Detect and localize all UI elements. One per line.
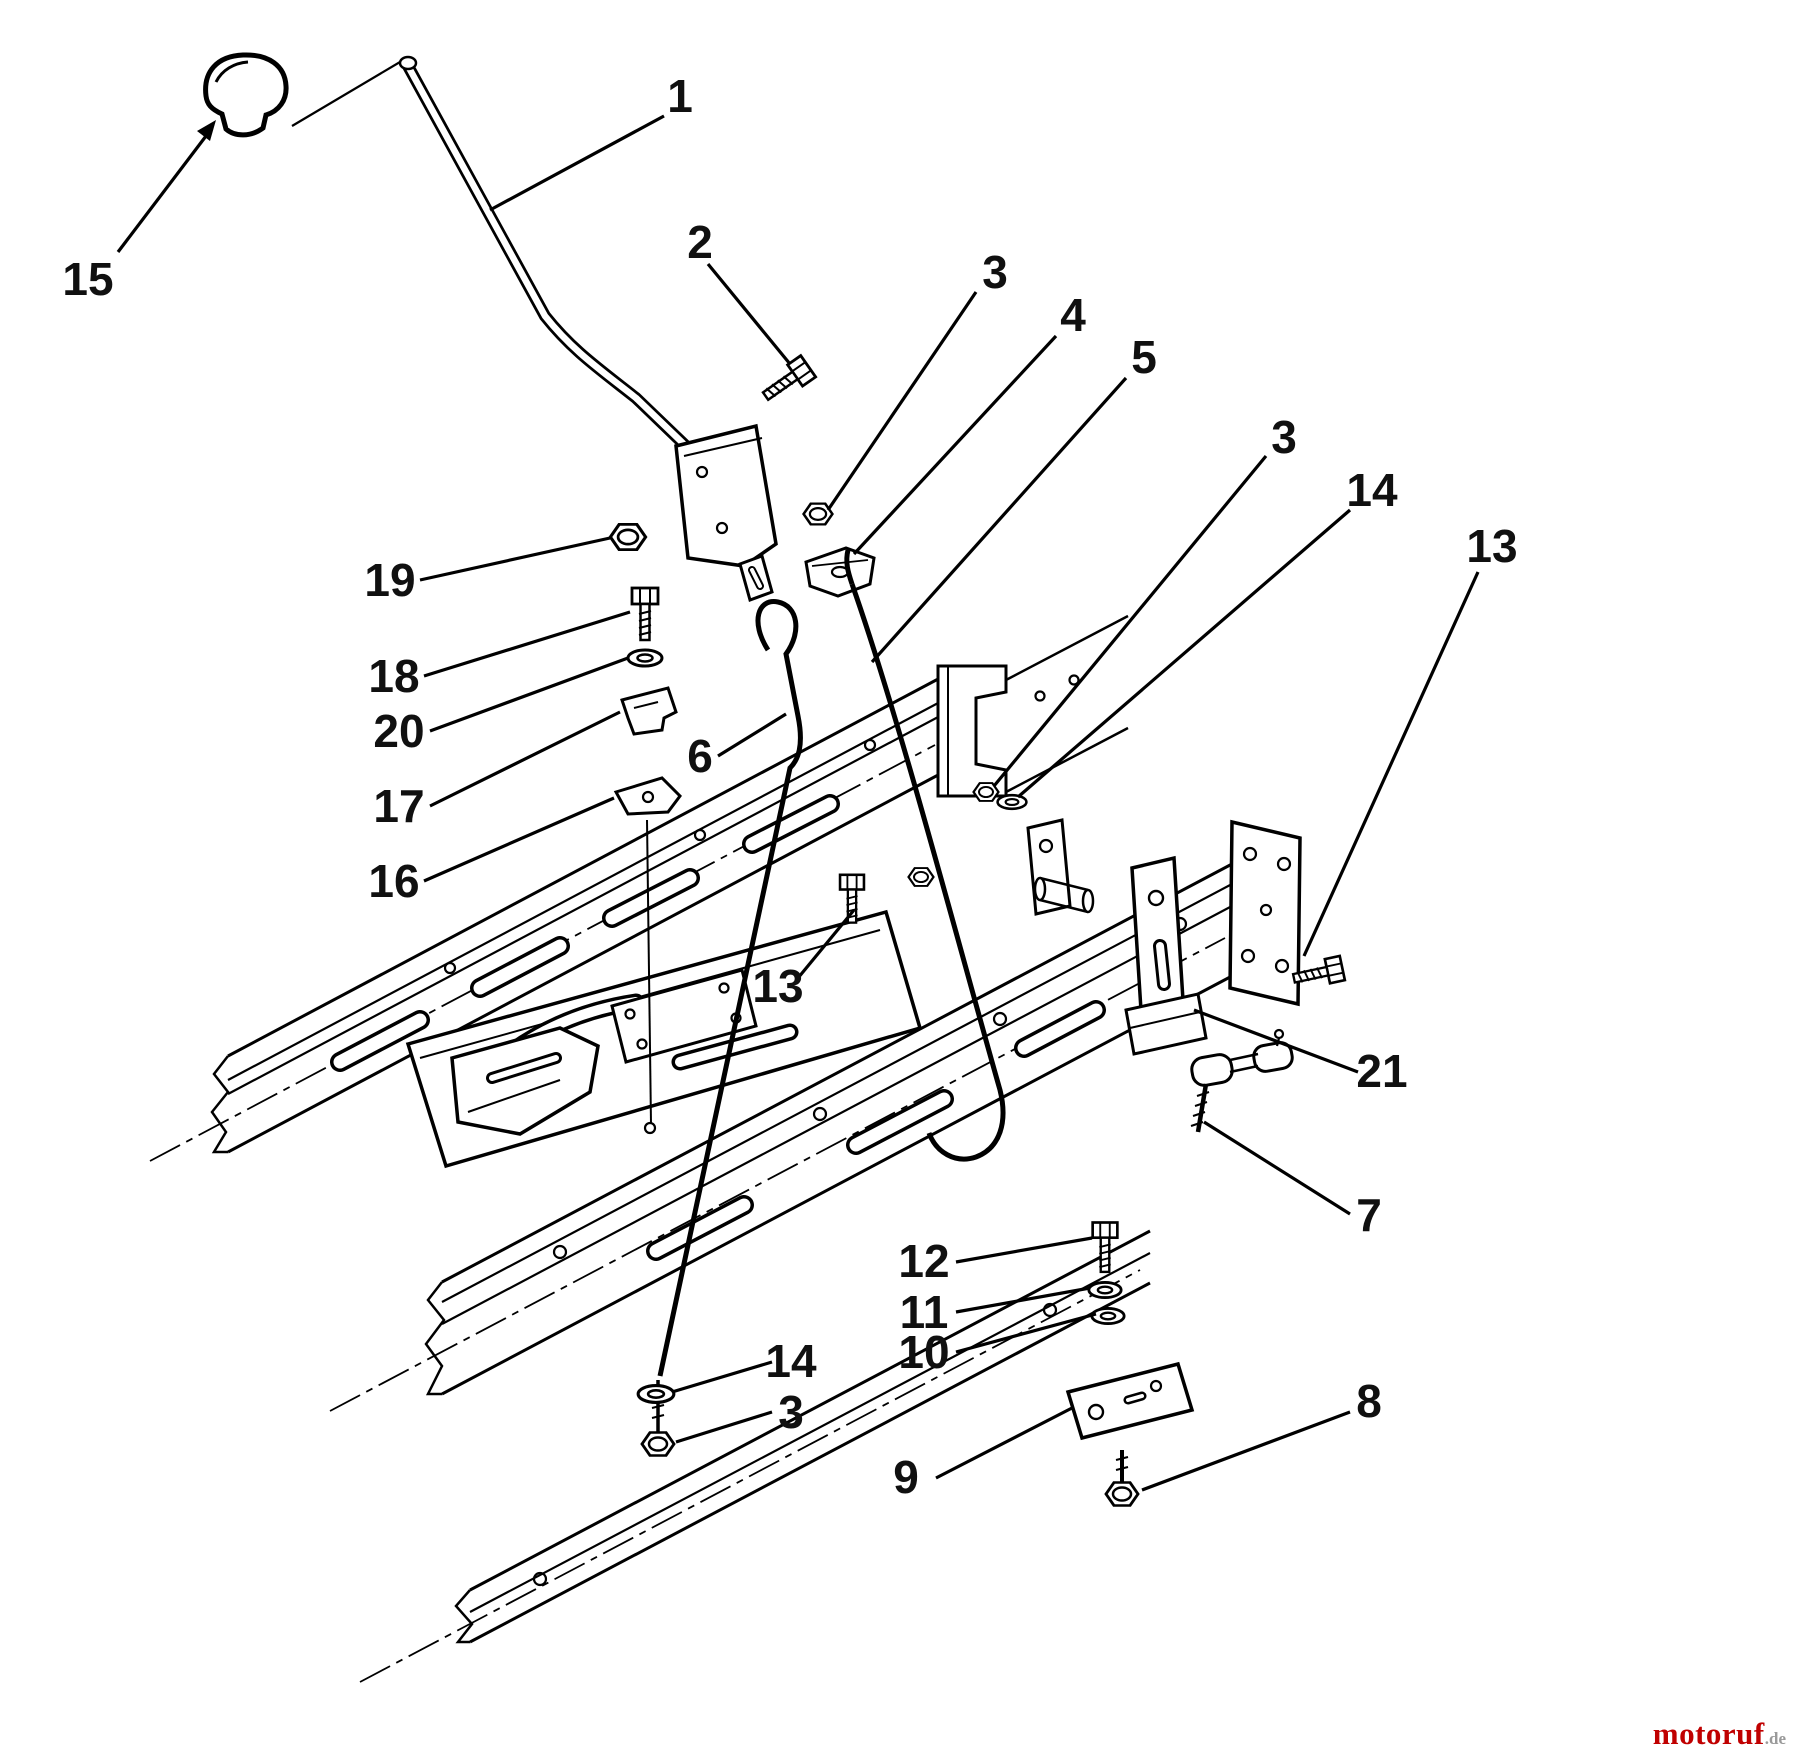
callout-11: 11 — [900, 1286, 949, 1338]
control-cable-5 — [844, 549, 1006, 1162]
callout-14a: 14 — [1346, 464, 1398, 516]
bolt-axis-line — [646, 819, 652, 1125]
leader-19 — [419, 536, 611, 582]
shift-lever-rod — [291, 55, 695, 455]
frame-rail-rear — [149, 676, 941, 1162]
leader-17 — [429, 710, 621, 808]
callout-13b: 13 — [752, 960, 803, 1012]
leader-1 — [489, 114, 665, 212]
callout-12: 12 — [898, 1235, 949, 1287]
leader-11 — [955, 1286, 1091, 1314]
clamp-17 — [620, 686, 678, 736]
frame-rail-front — [329, 862, 1233, 1412]
leader-21 — [1193, 1008, 1359, 1074]
pivot-bracket — [1026, 818, 1095, 916]
leader-16 — [423, 796, 615, 883]
flat-washer-10 — [1090, 1306, 1126, 1326]
leader-lines — [116, 114, 1480, 1492]
leader-2 — [706, 262, 792, 366]
leader-9 — [935, 1406, 1073, 1480]
callout-7: 7 — [1356, 1189, 1382, 1241]
leader-13b — [796, 908, 856, 980]
callout-21: 21 — [1356, 1045, 1407, 1097]
tie-rod-assembly — [1190, 1028, 1294, 1133]
leader-8 — [1141, 1410, 1351, 1492]
leader-10 — [955, 1312, 1097, 1354]
leader-20 — [429, 656, 629, 733]
callout-8: 8 — [1356, 1375, 1382, 1427]
support-bracket-21 — [1124, 855, 1208, 1056]
callout-4: 4 — [1060, 289, 1086, 341]
watermark: motoruf.de — [1653, 1716, 1786, 1752]
frame-end-plate — [1228, 819, 1302, 1007]
callout-labels: 15 1 2 3 4 5 3 14 13 19 18 20 17 16 6 13… — [62, 70, 1517, 1503]
lever-bracket-plate — [674, 423, 778, 602]
callout-6: 6 — [687, 730, 713, 782]
leader-18 — [423, 610, 631, 678]
leader-7 — [1203, 1120, 1351, 1216]
leader-13a — [1302, 571, 1480, 957]
callout-9: 9 — [893, 1451, 919, 1503]
lock-washer-11 — [1087, 1280, 1123, 1300]
callout-5: 5 — [1131, 331, 1157, 383]
leader-3b — [992, 454, 1268, 788]
stud-8 — [1115, 1450, 1129, 1482]
callout-14b: 14 — [765, 1335, 817, 1387]
hex-nut-3c — [640, 1431, 676, 1457]
callout-3c: 3 — [778, 1386, 804, 1438]
plate-16 — [613, 776, 682, 816]
hex-bolt-12 — [1091, 1221, 1119, 1274]
washer-20 — [626, 648, 664, 668]
callout-20: 20 — [373, 705, 424, 757]
callout-18: 18 — [368, 650, 419, 702]
watermark-brand: motoruf — [1652, 1716, 1765, 1751]
hex-nut-19 — [608, 522, 648, 552]
callout-13a: 13 — [1466, 520, 1517, 572]
leader-3a — [826, 291, 978, 511]
anchor-plate-9 — [1065, 1361, 1195, 1441]
watermark-tld: .de — [1764, 1729, 1786, 1748]
shift-mounting-plate — [405, 909, 923, 1169]
washer-14b — [636, 1384, 676, 1404]
leader-4 — [852, 334, 1058, 556]
callout-1: 1 — [667, 70, 693, 122]
callout-17: 17 — [373, 780, 424, 832]
washer-14a — [996, 793, 1028, 811]
leader-6 — [717, 712, 787, 758]
cable-clamp-4 — [804, 546, 876, 598]
leader-15 — [116, 135, 208, 253]
frame-rail-cross-section — [936, 614, 1129, 798]
frame-rail-bottom-flange — [359, 1229, 1151, 1683]
hex-nut-8 — [1104, 1481, 1140, 1507]
hex-bolt-18 — [630, 586, 660, 642]
leader-12 — [955, 1236, 1093, 1264]
hex-nut-mid — [907, 866, 935, 888]
callout-3b: 3 — [1271, 411, 1297, 463]
callout-16: 16 — [368, 855, 419, 907]
callout-15: 15 — [62, 253, 113, 305]
callout-19: 19 — [364, 554, 415, 606]
hex-bolt-13-mid — [838, 873, 866, 924]
leader-15-arrowhead — [197, 120, 216, 141]
leader-14a — [1016, 508, 1352, 799]
shift-knob — [203, 52, 289, 138]
callout-2: 2 — [687, 216, 713, 268]
leader-14b — [671, 1360, 773, 1394]
hex-bolt-2 — [756, 354, 818, 409]
callout-3a: 3 — [982, 246, 1008, 298]
callout-10: 10 — [898, 1326, 949, 1378]
hex-nut-3a — [802, 502, 834, 526]
leader-3c — [675, 1410, 773, 1444]
leader-5 — [870, 376, 1128, 664]
